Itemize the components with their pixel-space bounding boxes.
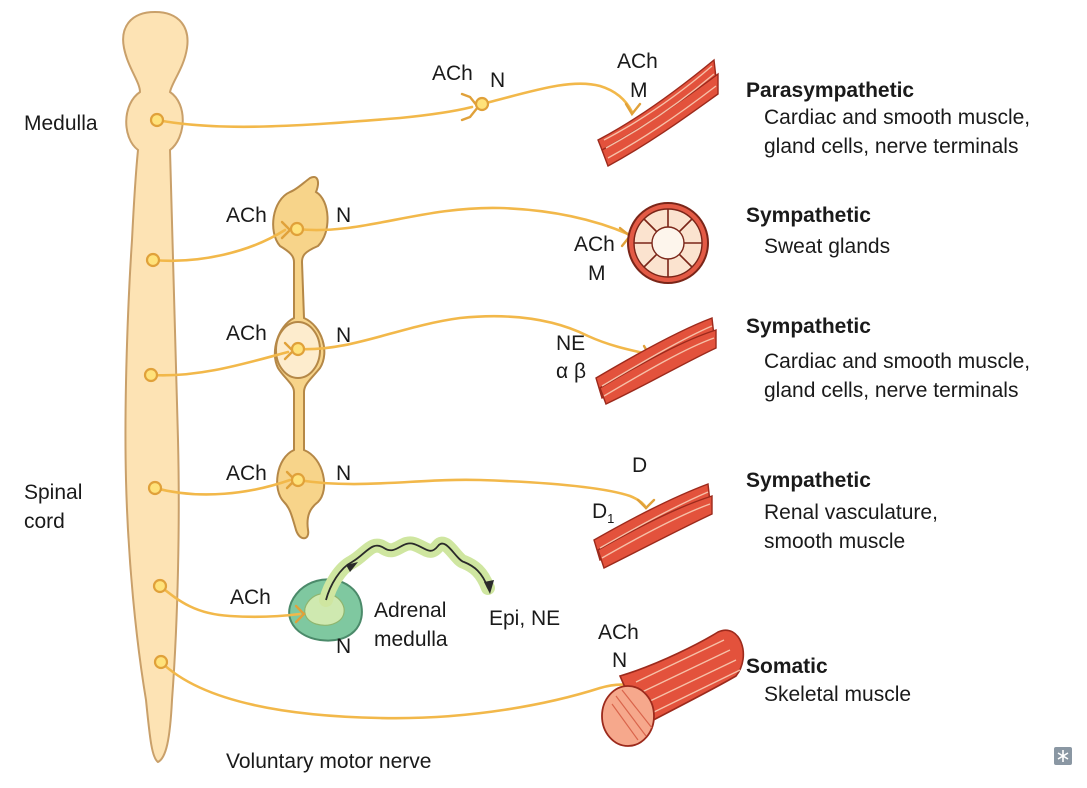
smooth-muscle-icon xyxy=(593,483,713,569)
ganglion-receptor-label: N xyxy=(490,69,505,92)
symp1-preganglionic xyxy=(151,228,287,262)
neuron-cell-body xyxy=(143,367,159,383)
effector-transmitter-label: NE xyxy=(556,332,585,355)
synapse-terminal xyxy=(636,498,656,510)
division-label: Parasympathetic xyxy=(746,79,914,102)
effector-transmitter-label: ACh xyxy=(574,233,615,256)
spinal-cord xyxy=(122,10,189,764)
smooth-muscle-icon xyxy=(595,317,717,405)
spinal-label-line1: Spinal xyxy=(24,481,82,504)
target-label-line2: gland cells, nerve terminals xyxy=(764,379,1018,402)
neuron-cell-body xyxy=(289,221,305,237)
adrenal-preganglionic xyxy=(158,584,302,619)
synapse-terminal xyxy=(294,604,306,624)
synapse-terminal xyxy=(624,102,642,117)
symp3-postganglionic xyxy=(296,478,648,510)
effector-transmitter-label: D xyxy=(632,454,647,477)
target-label-line1: Sweat glands xyxy=(764,235,890,258)
neuron-cell-body xyxy=(290,341,306,357)
neuron-cell-body xyxy=(474,96,490,112)
parasympathetic-preganglionic xyxy=(155,105,474,129)
parasympathetic-postganglionic xyxy=(480,82,634,114)
effector-receptor-label: N xyxy=(612,649,627,672)
effector-transmitter-label: ACh xyxy=(598,621,639,644)
division-label: Sympathetic xyxy=(746,469,871,492)
effector-receptor-label: α β xyxy=(556,360,586,383)
neuron-cell-body xyxy=(149,112,165,128)
neuron-cell-body xyxy=(153,654,169,670)
adrenal-label-line2: medulla xyxy=(374,628,448,651)
symp1-postganglionic xyxy=(295,206,630,236)
neuron-cell-body xyxy=(147,480,163,496)
target-label-line1: Renal vasculature, xyxy=(764,501,938,524)
ganglion-transmitter-label: ACh xyxy=(226,322,267,345)
adrenal-receptor-label: N xyxy=(336,635,351,658)
effector-receptor-subscript: 1 xyxy=(607,511,614,526)
asterisk-icon[interactable] xyxy=(1054,747,1072,765)
arrowhead-icon xyxy=(484,580,494,594)
symp2-postganglionic xyxy=(296,314,650,356)
division-label: Sympathetic xyxy=(746,315,871,338)
effector-receptor-label: M xyxy=(588,262,606,285)
target-label-line1: Skeletal muscle xyxy=(764,683,911,706)
target-label-line1: Cardiac and smooth muscle, xyxy=(764,106,1030,129)
adrenal-label-line1: Adrenal xyxy=(374,599,446,622)
target-label-line2: gland cells, nerve terminals xyxy=(764,135,1018,158)
ganglion-transmitter-label: ACh xyxy=(226,462,267,485)
effector-transmitter-label: ACh xyxy=(617,50,658,73)
smooth-muscle-icon xyxy=(597,58,719,168)
symp3-preganglionic xyxy=(153,478,292,496)
neuron-cell-body xyxy=(145,252,161,268)
somatic-motor-nerve xyxy=(159,660,650,720)
neuron-cell-body xyxy=(152,578,168,594)
target-label-line2: smooth muscle xyxy=(764,530,905,553)
adrenal-release-label: Epi, NE xyxy=(489,607,560,630)
voluntary-motor-nerve-label: Voluntary motor nerve xyxy=(226,750,431,773)
ganglion-receptor-label: N xyxy=(336,324,351,347)
target-label-line1: Cardiac and smooth muscle, xyxy=(764,350,1030,373)
division-label: Somatic xyxy=(746,655,828,678)
neuron-cell-body xyxy=(290,472,306,488)
ganglion-receptor-label: N xyxy=(336,462,351,485)
adrenal-transmitter-label: ACh xyxy=(230,586,271,609)
arrowhead-icon-2 xyxy=(346,562,358,572)
medulla-label: Medulla xyxy=(24,112,98,135)
skeletal-muscle-icon xyxy=(601,629,745,747)
effector-receptor-label: M xyxy=(630,79,648,102)
effector-receptor-name: D xyxy=(592,500,607,523)
ganglion-transmitter-label: ACh xyxy=(226,204,267,227)
ganglion-receptor-label: N xyxy=(336,204,351,227)
symp2-preganglionic xyxy=(149,350,290,377)
sweat-gland-icon xyxy=(627,202,709,284)
epi-release-arrow xyxy=(325,542,489,601)
ganglion-transmitter-label: ACh xyxy=(432,62,473,85)
spinal-label-line2: cord xyxy=(24,510,65,533)
division-label: Sympathetic xyxy=(746,204,871,227)
effector-receptor-label: D1 xyxy=(592,500,614,526)
